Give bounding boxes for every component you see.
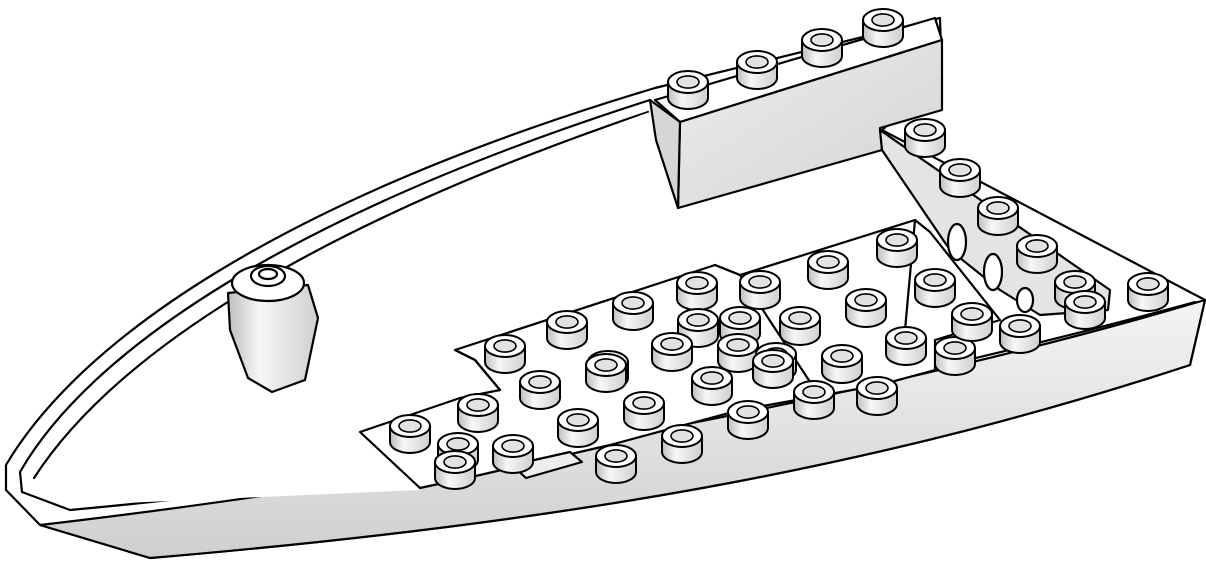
bow-cone-body — [226, 283, 320, 394]
stud-48 — [856, 376, 898, 416]
stud-15 — [739, 270, 781, 310]
panel-hole-3 — [1015, 286, 1035, 314]
stud-30 — [821, 344, 863, 384]
stud-22 — [845, 288, 887, 328]
stud-35 — [691, 366, 733, 406]
interior-plate-step — [453, 218, 917, 392]
stud-2 — [736, 50, 778, 90]
stud-33 — [519, 370, 561, 410]
stud-14 — [676, 271, 718, 311]
stud-8 — [1016, 234, 1058, 274]
bow-cone-stud-hole — [257, 267, 279, 281]
stud-41 — [793, 380, 835, 420]
stud-32 — [484, 334, 526, 374]
stud-17 — [876, 228, 918, 268]
studs-group — [389, 8, 1169, 490]
stud-6 — [939, 158, 981, 198]
stud-1 — [667, 70, 709, 110]
stud-23 — [914, 268, 956, 308]
stud-39 — [623, 391, 665, 431]
stud-40 — [727, 400, 769, 440]
stud-45 — [595, 444, 637, 484]
stud-36 — [752, 349, 794, 389]
stern-wall-end — [648, 98, 682, 210]
stud-10 — [1127, 272, 1169, 312]
stud-11 — [1064, 290, 1106, 330]
plate-slot — [510, 450, 584, 480]
stud-16 — [807, 250, 849, 290]
stud-38 — [557, 408, 599, 448]
stud-3 — [801, 28, 843, 68]
stud-13 — [934, 336, 976, 376]
stud-34 — [585, 353, 627, 393]
stud-31 — [885, 326, 927, 366]
stud-47 — [434, 450, 476, 490]
stud-21 — [779, 306, 821, 346]
stud-44 — [492, 434, 534, 474]
stud-42 — [389, 414, 431, 454]
stud-46 — [661, 424, 703, 464]
panel-hole-2 — [982, 252, 1004, 292]
stud-12 — [999, 314, 1041, 354]
bow-deck — [36, 112, 955, 505]
stud-25 — [546, 310, 588, 350]
stud-5 — [904, 118, 946, 158]
stud-4 — [862, 8, 904, 48]
stud-18 — [612, 291, 654, 331]
stud-7 — [977, 196, 1019, 236]
stud-37 — [457, 393, 499, 433]
stud-28 — [717, 333, 759, 373]
panel-hole-1 — [946, 222, 968, 262]
stud-24 — [951, 302, 993, 342]
stud-27 — [651, 332, 693, 372]
